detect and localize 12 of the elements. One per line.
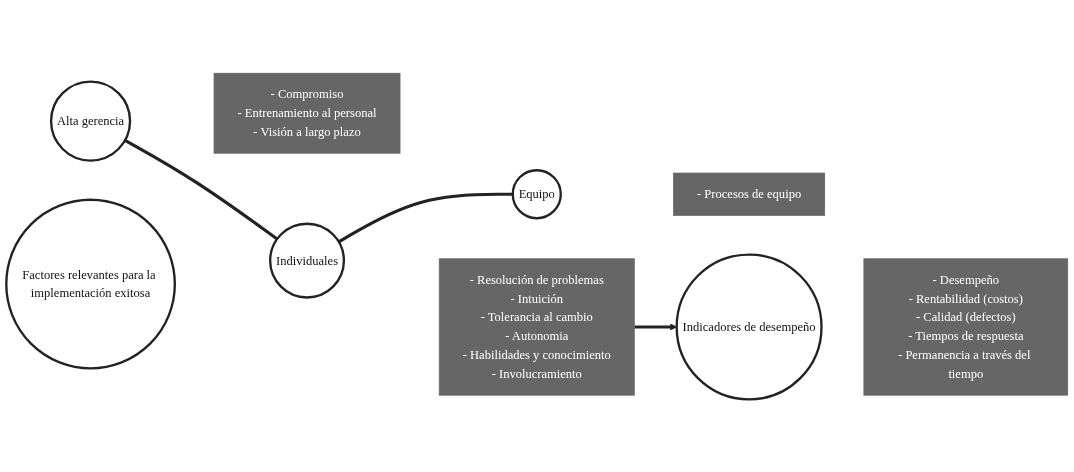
node-circle: Alta gerencia	[49, 80, 132, 162]
node-circle: Factores relevantes para la implementación exitosa	[5, 198, 176, 370]
connector	[338, 192, 513, 243]
node-circle: Individuales	[268, 222, 346, 299]
arrow	[634, 323, 677, 331]
node-box: - Procesos de equipo	[673, 172, 826, 216]
connector	[124, 138, 279, 240]
node-box: - Resolución de problemas - Intuición - Tolerancia al cambio - Autonomia - Habilidades y conocimiento - Involucramiento	[438, 258, 635, 396]
node-box: - Compromiso - Entrenamiento al personal - Visión a largo plazo	[213, 72, 401, 154]
node-box: - Desempeño - Rentabilidad (costos) - Calidad (defectos) - Tiempos de respuesta - Permanencia a través del tiempo	[863, 258, 1069, 396]
node-circle: Equipo	[511, 168, 562, 220]
node-circle: Indicadores de desempeño	[675, 253, 823, 401]
